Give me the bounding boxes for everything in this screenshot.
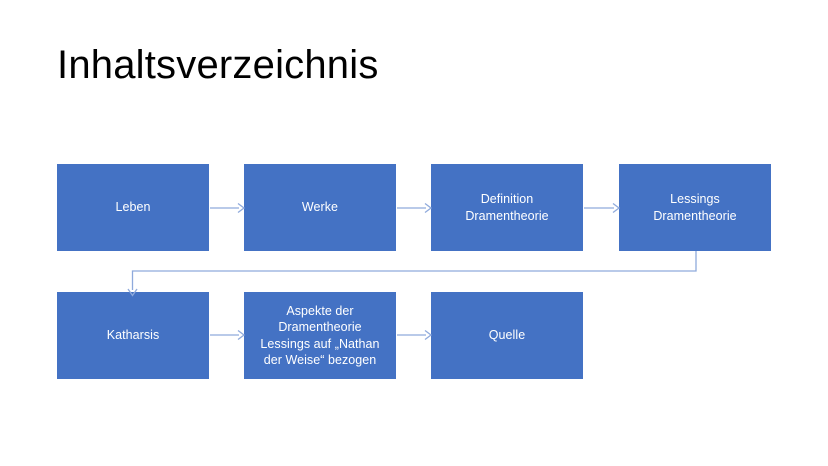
flow-node-aspekte-dramentheorie[interactable]: Aspekte der Dramentheorie Lessings auf „… (244, 292, 396, 379)
flow-node-label: Katharsis (106, 328, 160, 343)
flow-node-label: Lessings Dramentheorie (653, 192, 737, 223)
flow-node-werke[interactable]: Werke (244, 164, 396, 251)
page-title: Inhaltsverzeichnis (57, 43, 379, 87)
connector-werke-to-definition (396, 198, 433, 218)
connector-lessings-to-katharsis (126, 249, 704, 297)
flow-node-katharsis[interactable]: Katharsis (57, 292, 209, 379)
flow-node-leben[interactable]: Leben (57, 164, 209, 251)
flow-node-label: Definition Dramentheorie (465, 192, 549, 223)
flow-node-label: Werke (301, 200, 339, 215)
flow-node-definition-dramentheorie[interactable]: Definition Dramentheorie (431, 164, 583, 251)
connector-leben-to-werke (209, 198, 246, 218)
flow-node-quelle[interactable]: Quelle (431, 292, 583, 379)
connector-definition-to-lessings (583, 198, 621, 218)
flow-node-label: Leben (115, 200, 151, 215)
flow-node-label: Aspekte der Dramentheorie Lessings auf „… (260, 303, 380, 368)
flow-node-lessings-dramentheorie[interactable]: Lessings Dramentheorie (619, 164, 771, 251)
flow-node-label: Quelle (488, 328, 526, 343)
connector-katharsis-to-aspekte (209, 325, 246, 345)
connector-aspekte-to-quelle (396, 325, 433, 345)
